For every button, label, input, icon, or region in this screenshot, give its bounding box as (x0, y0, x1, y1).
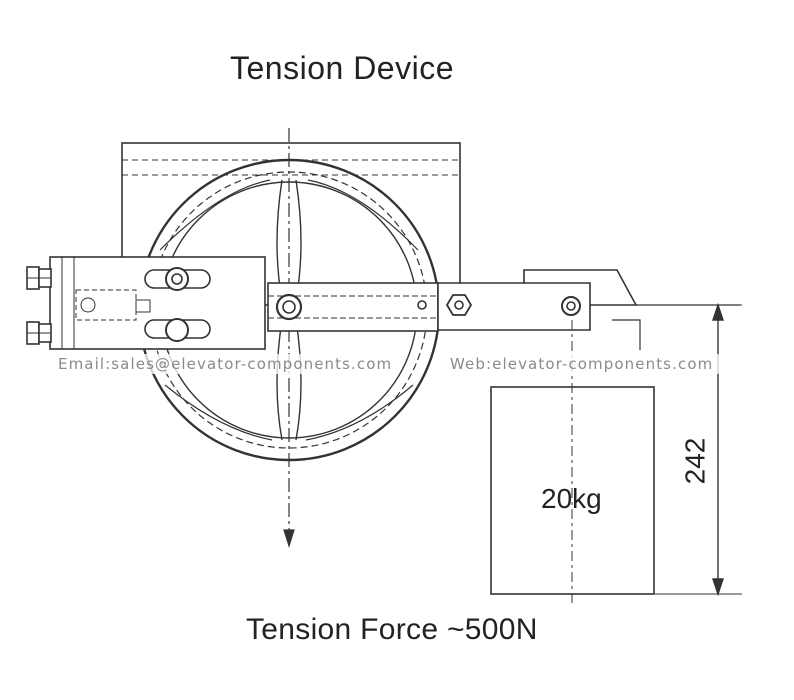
left-bolts (26, 266, 52, 345)
diagram-title: Tension Device (230, 50, 454, 86)
weight-label: 20kg (541, 483, 602, 514)
tension-force-label: Tension Force ~500N (246, 613, 538, 646)
dimension-label: 242 (679, 437, 711, 485)
right-arm-plate (437, 269, 740, 350)
center-axis (283, 128, 295, 549)
watermark-web: Web:elevator-components.com (444, 354, 720, 374)
left-bracket (49, 256, 266, 350)
counterweight-block (490, 386, 655, 595)
watermark-email: Email:sales@elevator-components.com (52, 354, 399, 374)
dimension-line (640, 302, 742, 597)
tension-arm (267, 282, 439, 332)
